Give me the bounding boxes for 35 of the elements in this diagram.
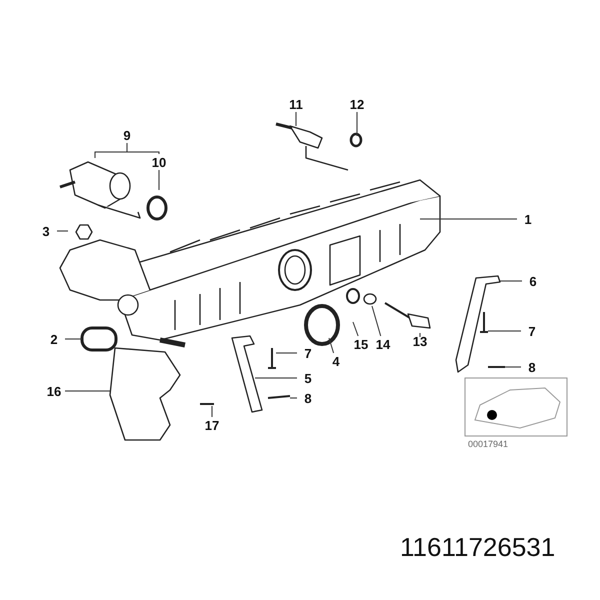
- callout-number: 6: [522, 273, 544, 289]
- callout-number: 16: [43, 383, 65, 399]
- callout-number: 15: [350, 336, 372, 352]
- leader-line: [504, 366, 522, 368]
- callout-number: 14: [372, 336, 394, 352]
- leader-line: [328, 338, 334, 354]
- callout-number: 3: [35, 223, 57, 239]
- callout-number: 1: [517, 211, 539, 227]
- callout-number: 5: [297, 370, 319, 386]
- leader-line: [356, 112, 358, 136]
- callout-number: 11: [285, 96, 307, 112]
- leader-line: [488, 330, 522, 332]
- drawing-number: 00017941: [468, 438, 508, 451]
- callout-number: 7: [297, 345, 319, 361]
- callout-number: 17: [201, 417, 223, 433]
- leader-line: [352, 322, 359, 336]
- callout-number: 10: [148, 154, 170, 170]
- leader-line: [420, 218, 518, 220]
- callout-number: 9: [116, 127, 138, 143]
- callout-number: 8: [521, 359, 543, 375]
- leader-line: [500, 280, 522, 282]
- part-number: 11611726531: [400, 531, 556, 564]
- callout-number: 13: [409, 333, 431, 349]
- leader-line: [64, 338, 82, 340]
- leader-line: [64, 390, 110, 392]
- callout-number: 7: [521, 323, 543, 339]
- leader-line: [56, 230, 68, 232]
- leader-line: [276, 352, 298, 354]
- leader-line: [158, 170, 160, 190]
- leader-line: [126, 142, 160, 154]
- callout-number: 4: [325, 353, 347, 369]
- leader-line: [372, 306, 382, 336]
- callout-number: 12: [346, 96, 368, 112]
- callout-number: 2: [43, 331, 65, 347]
- callout-number: 8: [297, 390, 319, 406]
